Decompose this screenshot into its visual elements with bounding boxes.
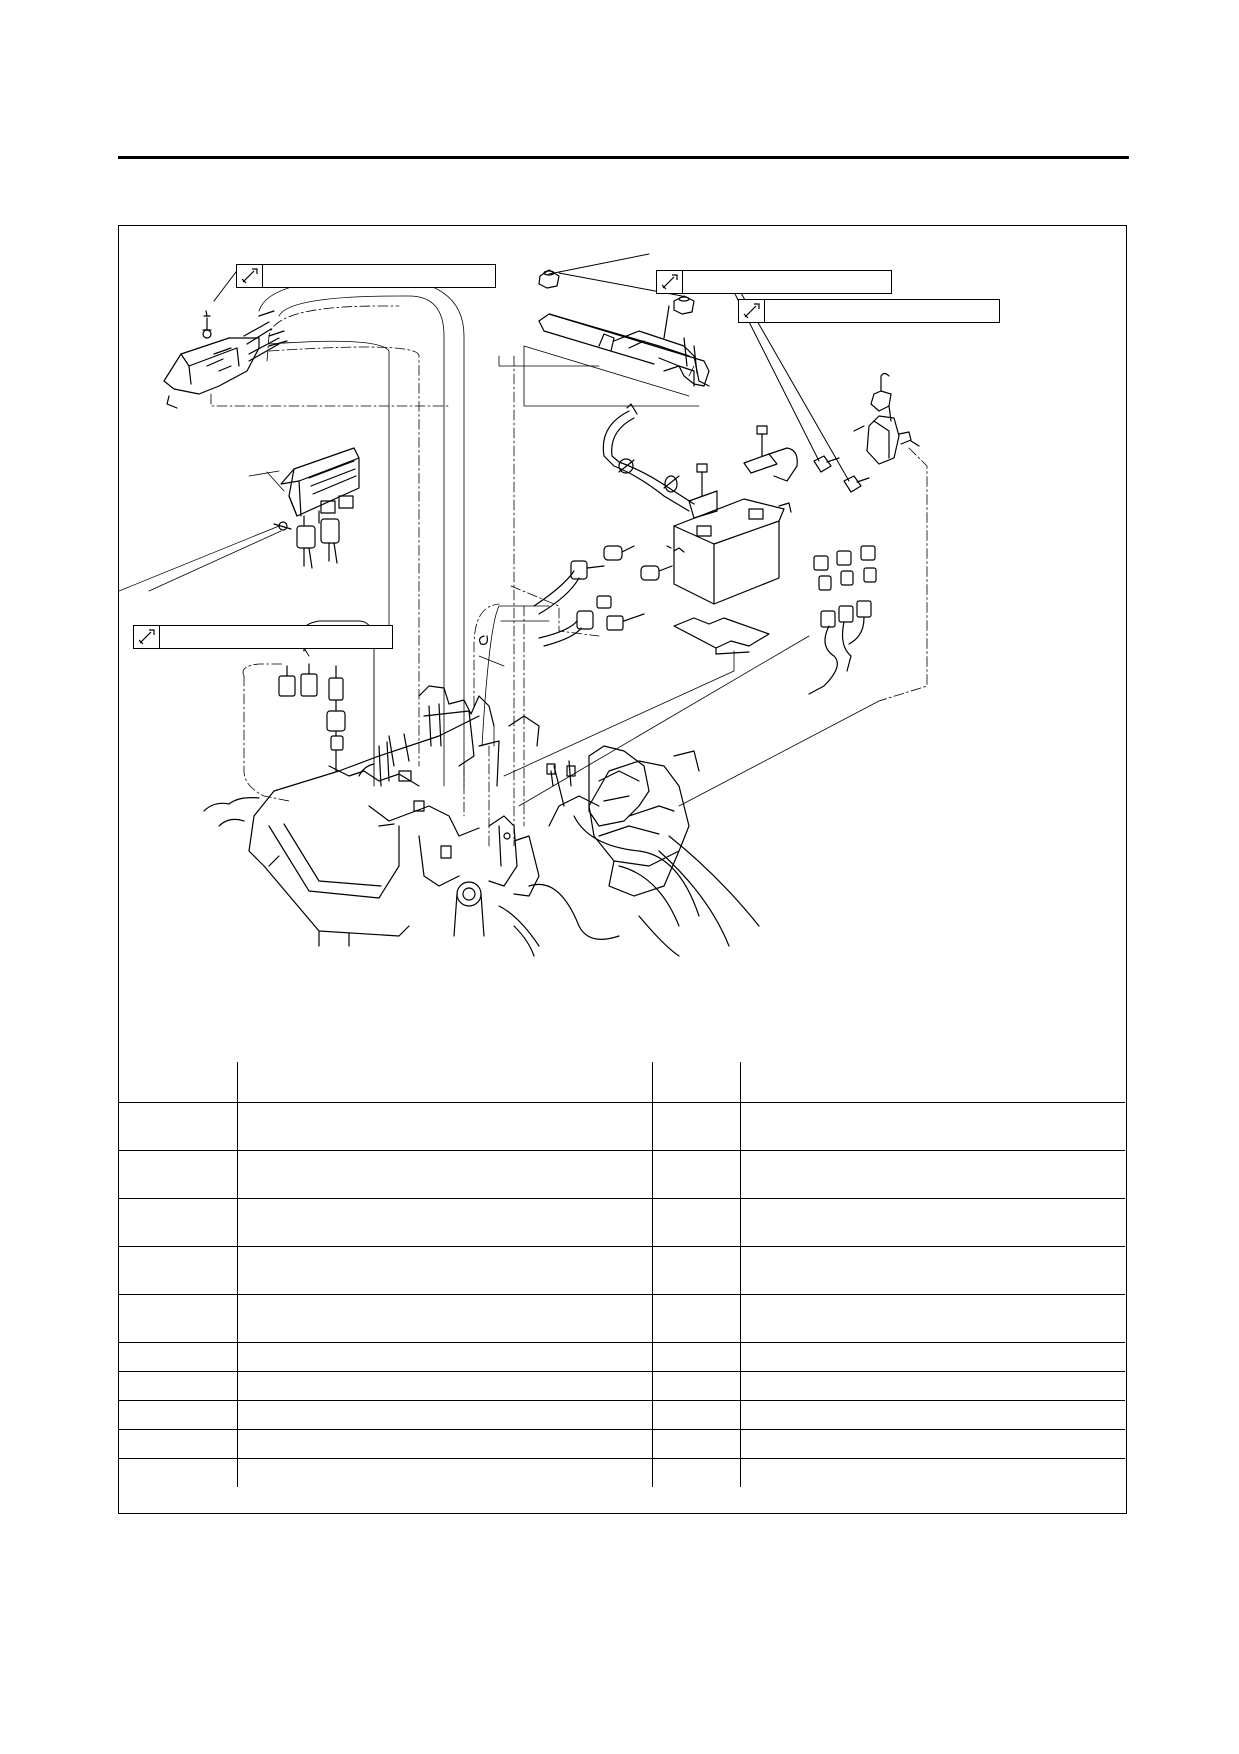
table-header-cell — [739, 1062, 1125, 1103]
table-cell — [651, 1458, 741, 1487]
torque-wrench-icon — [657, 271, 683, 293]
table-cell — [236, 1294, 653, 1343]
table-cell — [651, 1400, 741, 1430]
table-cell — [236, 1429, 653, 1459]
table-cell — [119, 1198, 238, 1247]
table-row — [119, 1342, 1125, 1372]
table-row — [119, 1400, 1125, 1430]
table-cell — [119, 1429, 238, 1459]
fuse-box-assembly — [163, 310, 288, 409]
torque-spec-box — [236, 264, 496, 288]
starter-relay — [853, 372, 920, 465]
torque-spec-box — [738, 299, 1000, 323]
table-cell — [651, 1371, 741, 1401]
battery-cable — [602, 403, 695, 512]
table-cell — [739, 1246, 1125, 1295]
harness-connectors-middle — [478, 545, 673, 647]
table-cell — [119, 1400, 238, 1430]
table-cell — [236, 1400, 653, 1430]
table-cell — [236, 1342, 653, 1372]
table-cell — [236, 1150, 653, 1199]
torque-spec-box — [656, 270, 892, 294]
fuse-connectors-right — [808, 545, 877, 695]
table-cell — [236, 1246, 653, 1295]
table-cell — [236, 1371, 653, 1401]
table-cell — [739, 1294, 1125, 1343]
torque-wrench-icon — [739, 300, 765, 322]
table-cell — [119, 1246, 238, 1295]
table-cell — [119, 1342, 238, 1372]
table-cell — [651, 1342, 741, 1372]
battery-tray — [673, 617, 770, 655]
table-cell — [119, 1102, 238, 1151]
ecu-unit — [273, 447, 360, 569]
table-cell — [651, 1102, 741, 1151]
seat-rail-assembly — [538, 305, 710, 387]
table-header-cell — [119, 1062, 238, 1103]
torque-wrench-icon — [237, 265, 263, 287]
table-row — [119, 1246, 1125, 1295]
table-row — [119, 1458, 1125, 1487]
table-cell — [119, 1150, 238, 1199]
table-cell — [739, 1150, 1125, 1199]
header-rule — [118, 156, 1129, 159]
table-row — [119, 1198, 1125, 1247]
table-cell — [739, 1342, 1125, 1372]
table-cell — [651, 1150, 741, 1199]
table-cell — [651, 1429, 741, 1459]
table-cell — [739, 1198, 1125, 1247]
table-cell — [236, 1198, 653, 1247]
table-cell — [651, 1246, 741, 1295]
table-cell — [739, 1400, 1125, 1430]
vehicle-frame — [203, 685, 700, 957]
table-cell — [651, 1294, 741, 1343]
table-cell — [651, 1198, 741, 1247]
battery — [666, 498, 792, 605]
table-row — [119, 1429, 1125, 1459]
battery-holder-bolts — [688, 425, 798, 519]
table-cell — [119, 1458, 238, 1487]
diagram-frame — [118, 225, 1127, 1514]
table-cell — [739, 1458, 1125, 1487]
torque-spec-box — [133, 625, 393, 649]
air-filter-case — [588, 750, 760, 947]
exploded-parts-diagram — [119, 253, 928, 957]
table-row — [119, 1294, 1125, 1343]
table-cell — [739, 1102, 1125, 1151]
table-header-cell — [651, 1062, 741, 1103]
table-cell — [119, 1371, 238, 1401]
table-row — [119, 1371, 1125, 1401]
table-header-cell — [236, 1062, 653, 1103]
table-cell — [236, 1458, 653, 1487]
table-cell — [119, 1294, 238, 1343]
table-row — [119, 1150, 1125, 1199]
torque-wrench-icon — [134, 626, 160, 648]
table-cell — [739, 1371, 1125, 1401]
table-header-row — [119, 1062, 1125, 1103]
table-cell — [236, 1102, 653, 1151]
parts-table — [119, 1062, 1125, 1487]
table-cell — [739, 1429, 1125, 1459]
table-row — [119, 1102, 1125, 1151]
